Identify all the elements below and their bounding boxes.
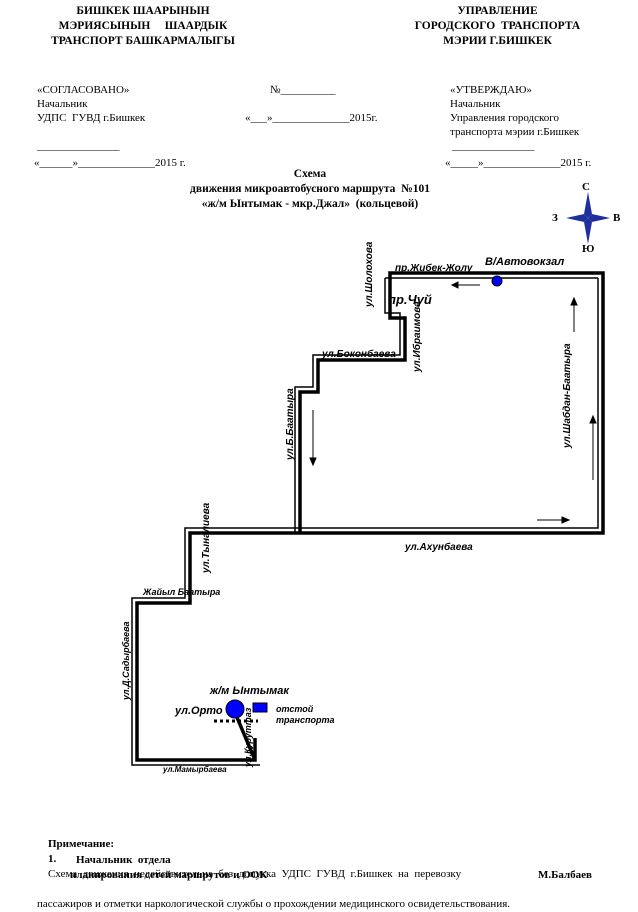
approval-left-date: «______»______________2015 г. [34,157,186,169]
label-zhaiyl-baatyra: Жайыл Баатыра [142,587,220,597]
label-kuruttaz: ул.Куруттаз [243,707,253,768]
approval-left-position: Начальник [37,98,88,110]
label-akhunbaeva: ул.Ахунбаева [404,541,473,553]
signature-block: Начальник отдела планирования сетей марш… [70,853,267,883]
header-left-line3: ТРАНСПОРТ БАШКАРМАЛЫГЫ [51,35,235,47]
label-tynalieva: ул.Тыналиева [201,502,212,574]
header-left-line2: МЭРИЯСЫНЫН ШААРДЫК [58,20,228,32]
depot-marker-icon [252,702,268,713]
compass-north: С [582,181,590,193]
label-bokonbaeva: ул.Боконбаева [321,348,396,360]
header-right-line1: УПРАВЛЕНИЕ [457,5,538,17]
compass-south: Ю [582,243,595,255]
approval-left-signature-line: _______________ [37,140,120,152]
label-orto: ул.Орто [174,705,223,717]
signature-name: М.Балбаев [538,869,592,881]
compass: С Ю З В [548,180,628,255]
agreed-label: «СОГЛАСОВАНО» [37,84,130,96]
label-otstoi: отстой [276,704,314,714]
approved-label: «УТВЕРЖДАЮ» [450,84,532,96]
label-shabdan-baatyra: ул.Шабдан-Баатыра [561,343,573,449]
header-right-line3: МЭРИИ Г.БИШКЕК [443,35,552,47]
compass-east: В [613,212,621,224]
approval-left: «СОГЛАСОВАНО» Начальник УДПС ГУВД г.Бишк… [37,83,145,153]
direction-arrows [309,281,597,524]
label-mamyrbaeva: ул.Мамырбаева [162,765,227,774]
document-date: «___»______________2015г. [245,112,378,124]
intymak-marker-icon [225,699,245,719]
title-line2: движения микроавтобусного маршрута №101 [190,183,430,195]
signature-position-line1: Начальник отдела [76,854,171,866]
label-ibraimova: ул.Ибраимова [411,301,423,373]
title-line1: Схема [293,168,327,180]
label-chui: пр.Чуй [388,292,432,307]
label-avtovokzal: В/Автовокзал [485,256,564,268]
approval-right-department: Управления городского [450,112,560,124]
approval-right-date: «_____»______________2015 г. [445,157,592,169]
approval-right-position: Начальник [450,98,501,110]
label-transporta: транспорта [276,715,334,725]
compass-west: З [552,212,558,224]
header-right-line2: ГОРОДСКОГО ТРАНСПОРТА [414,20,581,32]
title-line3: «ж/м Ынтымак - мкр.Джал» (кольцевой) [201,198,419,210]
label-intymak: ж/м Ынтымак [209,685,290,697]
note-label: Примечание: [48,838,115,850]
label-zhibek-zholu: пр.Жибек-Жолу [395,262,473,274]
label-sholohova: ул.Шолохова [364,241,375,308]
approval-right-signature-line: _______________ [452,140,535,152]
note-text-line1: Схема движения недействительна без допус… [48,868,462,880]
signature-position-line2: планирования сетей маршрутов и ООК [70,869,268,881]
route-double [131,277,599,766]
scheme-title: Схема движения микроавтобусного маршрута… [150,167,470,212]
document-number: №__________ [270,84,336,96]
label-b-baatyra: ул.Б.Баатыра [285,388,296,461]
label-d-sadyrbaeva: ул.Д.Садырбаева [121,622,131,702]
avtovokzal-marker-icon [491,275,503,287]
approval-right: «УТВЕРЖДАЮ» Начальник Управления городск… [450,83,579,153]
note-text-line2: пассажиров и отметки наркологической слу… [37,898,511,910]
compass-rose-icon [566,192,610,244]
header-left: БИШКЕК ШААРЫНЫН МЭРИЯСЫНЫН ШААРДЫК ТРАНС… [38,4,248,49]
header-right: УПРАВЛЕНИЕ ГОРОДСКОГО ТРАНСПОРТА МЭРИИ Г… [395,4,600,49]
header-left-line1: БИШКЕК ШААРЫНЫН [76,5,210,17]
note-number: 1. [48,853,57,865]
approval-left-department: УДПС ГУВД г.Бишкек [37,112,146,124]
approval-right-department-cont: транспорта мэрии г.Бишкек [450,126,580,138]
